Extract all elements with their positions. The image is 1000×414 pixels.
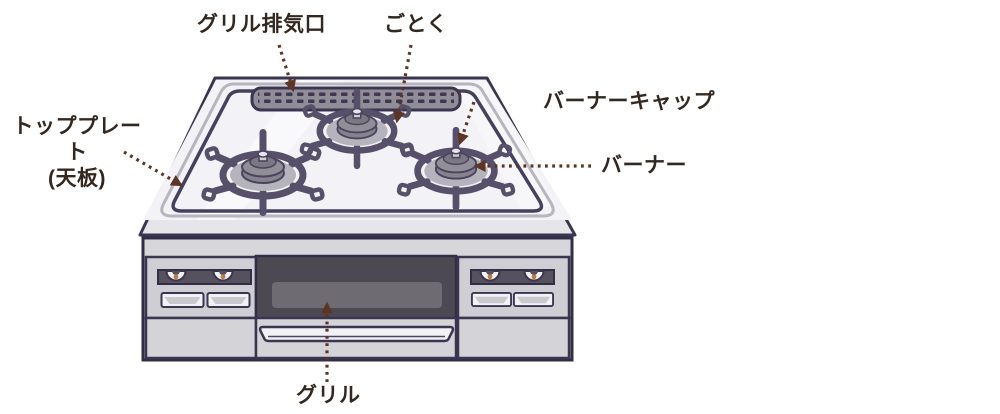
label-top-plate-line2: (天板) bbox=[48, 167, 106, 190]
switch-knob bbox=[523, 270, 545, 282]
control-panel-right bbox=[456, 255, 571, 320]
panel-button bbox=[513, 292, 554, 307]
label-top-plate-line1: トッププレート bbox=[12, 115, 142, 164]
panel-button bbox=[206, 292, 251, 308]
label-top-plate: トッププレート (天板) bbox=[4, 114, 150, 192]
switch-knob bbox=[165, 270, 187, 282]
switch-knob bbox=[212, 270, 234, 282]
arrow-top-plate bbox=[123, 150, 184, 187]
label-burner-cap: バーナーキャップ bbox=[543, 90, 715, 113]
stove-body bbox=[141, 236, 574, 362]
arrow-grill-exhaust bbox=[277, 44, 296, 93]
top-plate bbox=[138, 76, 577, 237]
label-grill: グリル bbox=[296, 384, 361, 407]
grill-handle bbox=[258, 325, 455, 343]
label-burner: バーナー bbox=[601, 154, 687, 177]
panel-button bbox=[471, 292, 512, 307]
label-grill-exhaust: グリル排気口 bbox=[197, 13, 326, 36]
arrow-trivet bbox=[392, 44, 413, 124]
control-panel-left bbox=[144, 255, 258, 320]
panel-button bbox=[160, 292, 205, 308]
grill-window bbox=[272, 282, 442, 308]
grill-door bbox=[254, 254, 458, 322]
arrow-burner-cap bbox=[457, 101, 476, 146]
label-trivet: ごとく bbox=[384, 13, 448, 36]
switch-knob bbox=[479, 270, 501, 282]
